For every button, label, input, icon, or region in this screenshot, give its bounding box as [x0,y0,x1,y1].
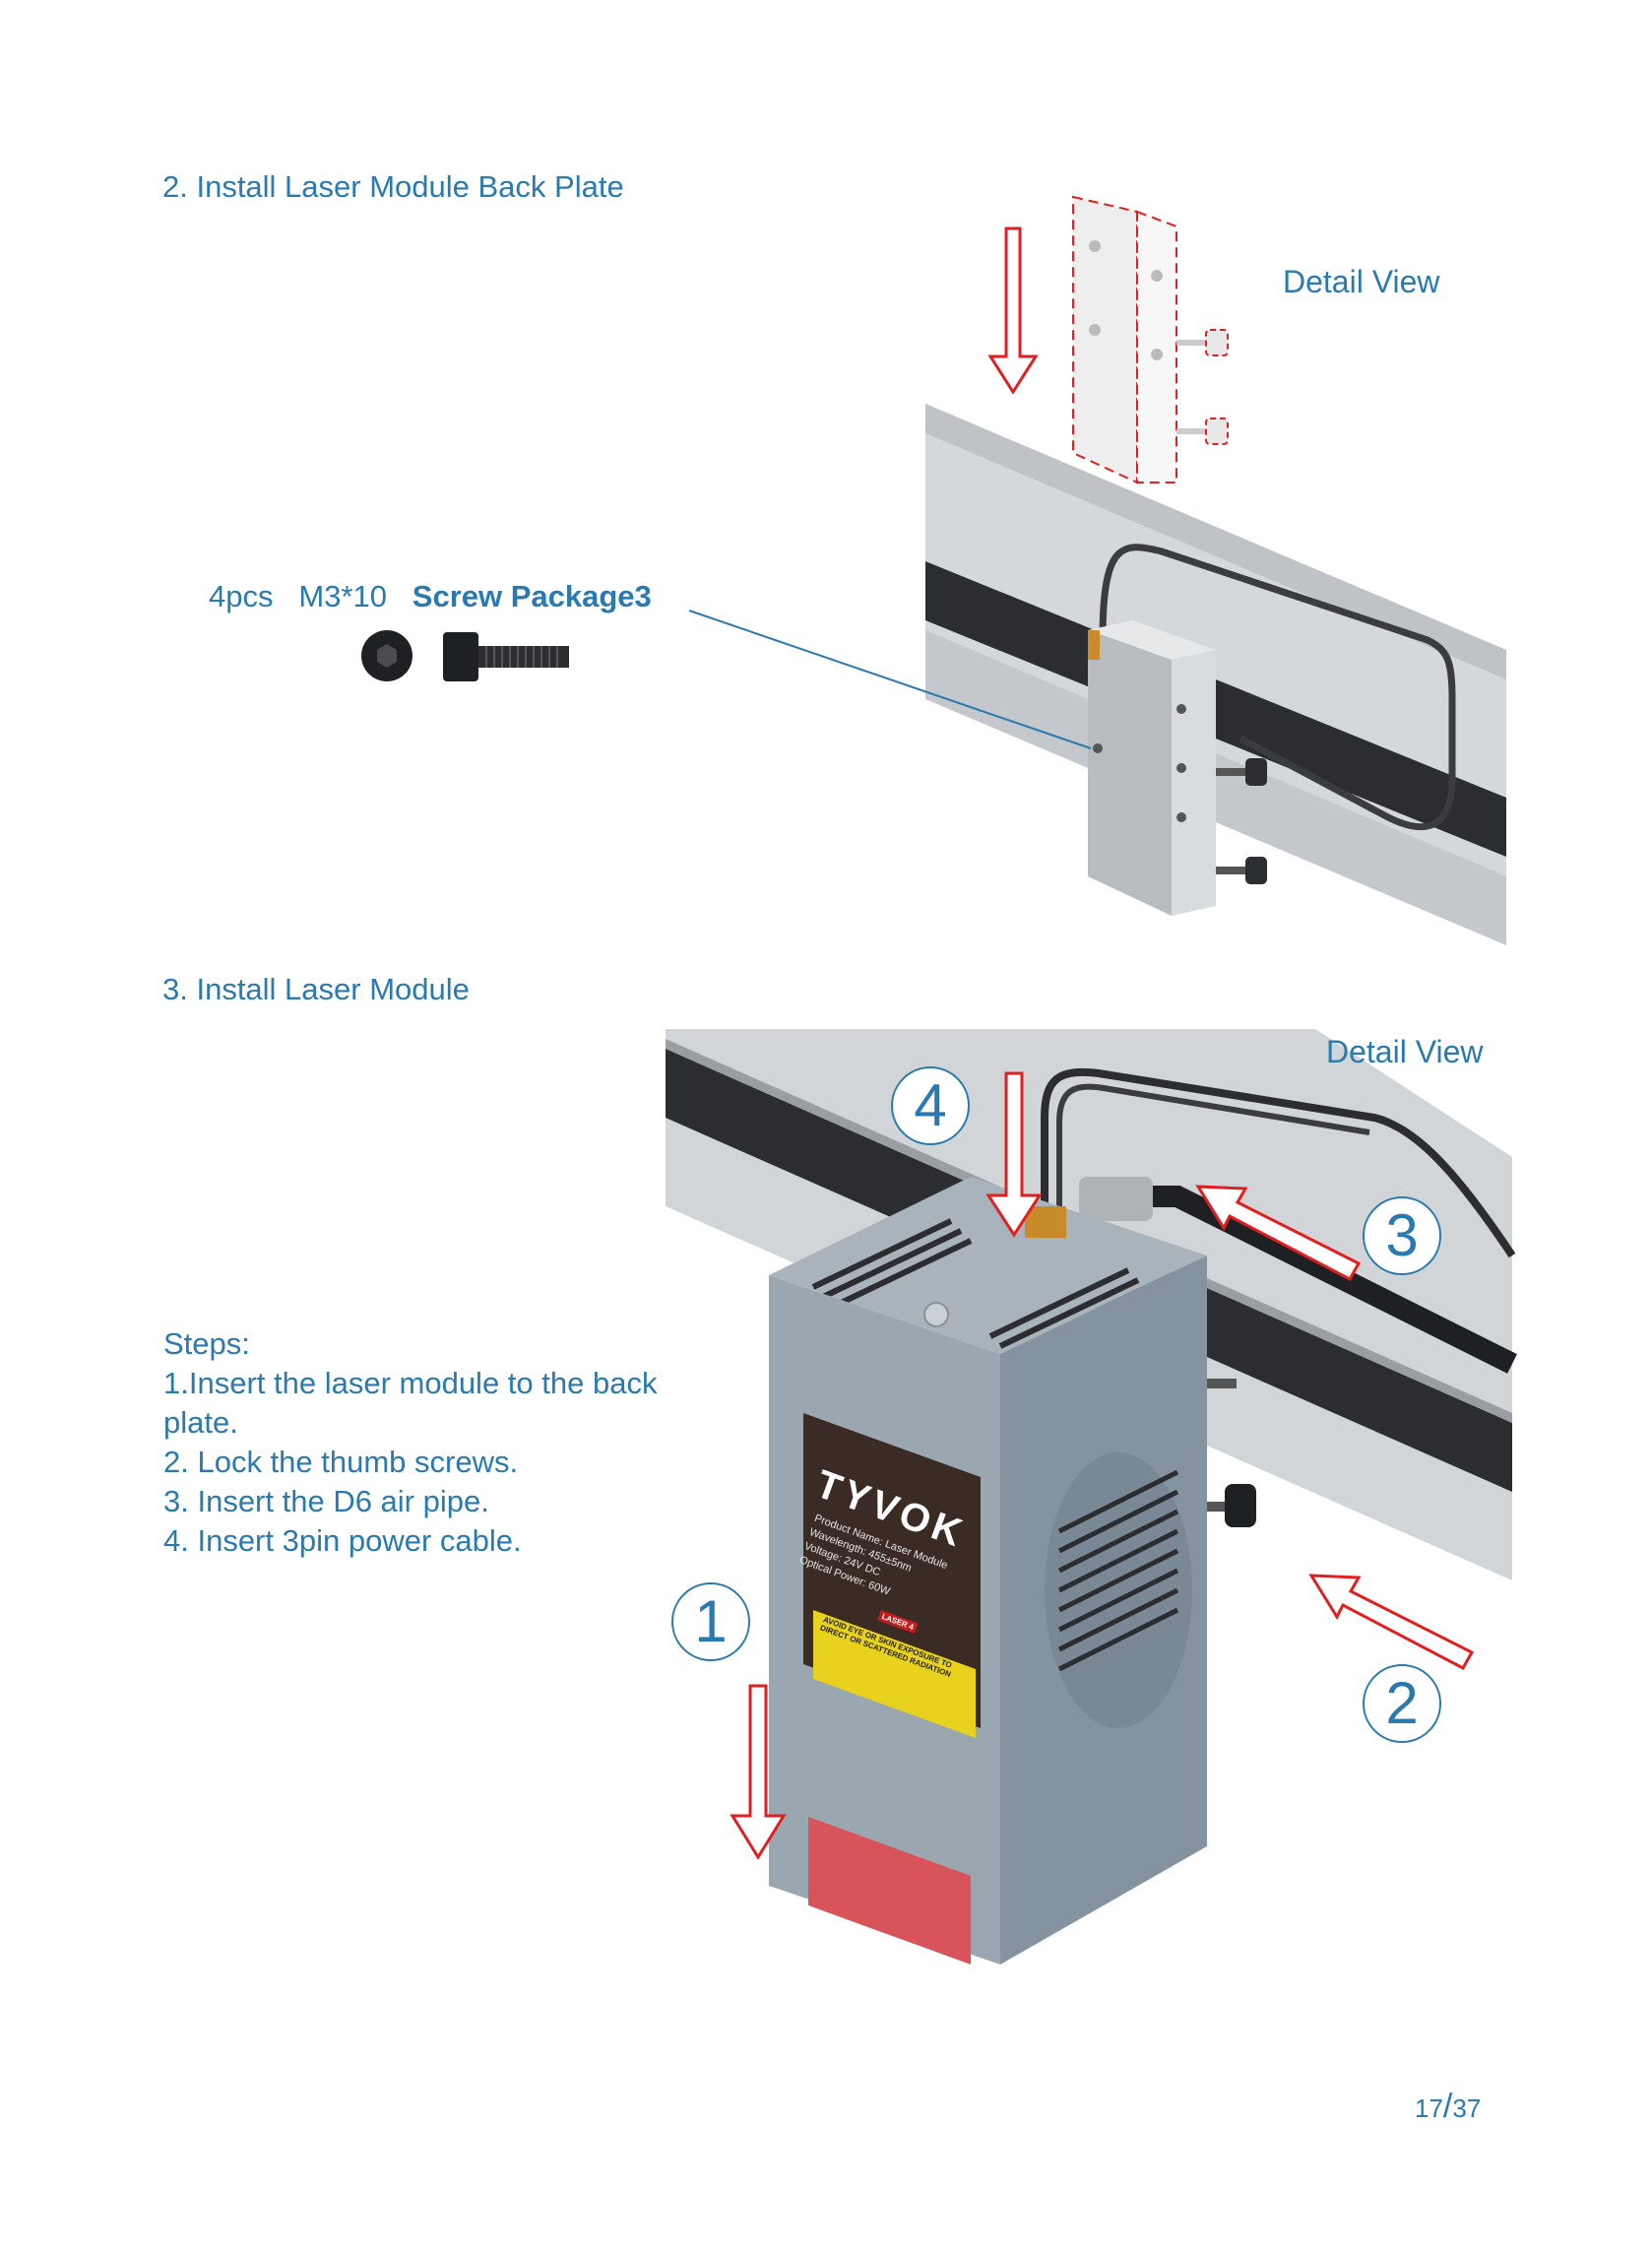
detail-view-label-1: Detail View [1283,264,1440,299]
section-3-heading: 3. Install Laser Module [162,972,470,1006]
back-plate-illustration [688,195,1506,945]
step-item: 4. Insert 3pin power cable. [163,1523,522,1558]
callout-circle-icon [671,1582,750,1661]
page-current: 17 [1415,2093,1443,2123]
screw-side-icon [443,632,569,681]
steps-list: Steps: 1.Insert the laser module to the … [163,1324,715,1561]
screw-size: M3*10 [298,579,387,613]
page-total: 37 [1452,2093,1482,2123]
step-item: 3. Insert the D6 air pipe. [163,1484,489,1518]
arrow-left-icon [1195,1185,1362,1282]
callout-circle-icon [891,1066,970,1145]
screw-head-icon [361,630,413,681]
arrow-left-icon [1308,1574,1475,1671]
step-item: 2. Lock the thumb screws. [163,1445,519,1479]
screw-package-name: Screw Package3 [412,579,652,613]
screw-qty: 4pcs [209,579,274,613]
callout-1: 1 [694,1588,728,1654]
callout-2: 2 [1385,1670,1419,1736]
step-item: 1.Insert the laser module to the back pl… [163,1366,658,1440]
laser-module-illustration [666,1029,1517,1964]
section-2-heading: 2. Install Laser Module Back Plate [162,169,624,204]
callout-circle-icon [1363,1196,1441,1275]
steps-title: Steps: [163,1326,250,1361]
callout-3: 3 [1385,1202,1419,1268]
detail-view-label-2: Detail View [1326,1034,1484,1069]
page-number: 17/37 [1415,2088,1482,2125]
arrow-down-icon [985,1071,1043,1238]
screw-package-label: 4pcs M3*10 Screw Package3 [209,579,652,614]
arrow-down-icon [987,226,1039,395]
callout-circle-icon [1363,1664,1441,1743]
callout-4: 4 [914,1072,947,1138]
arrow-down-icon [730,1684,787,1860]
